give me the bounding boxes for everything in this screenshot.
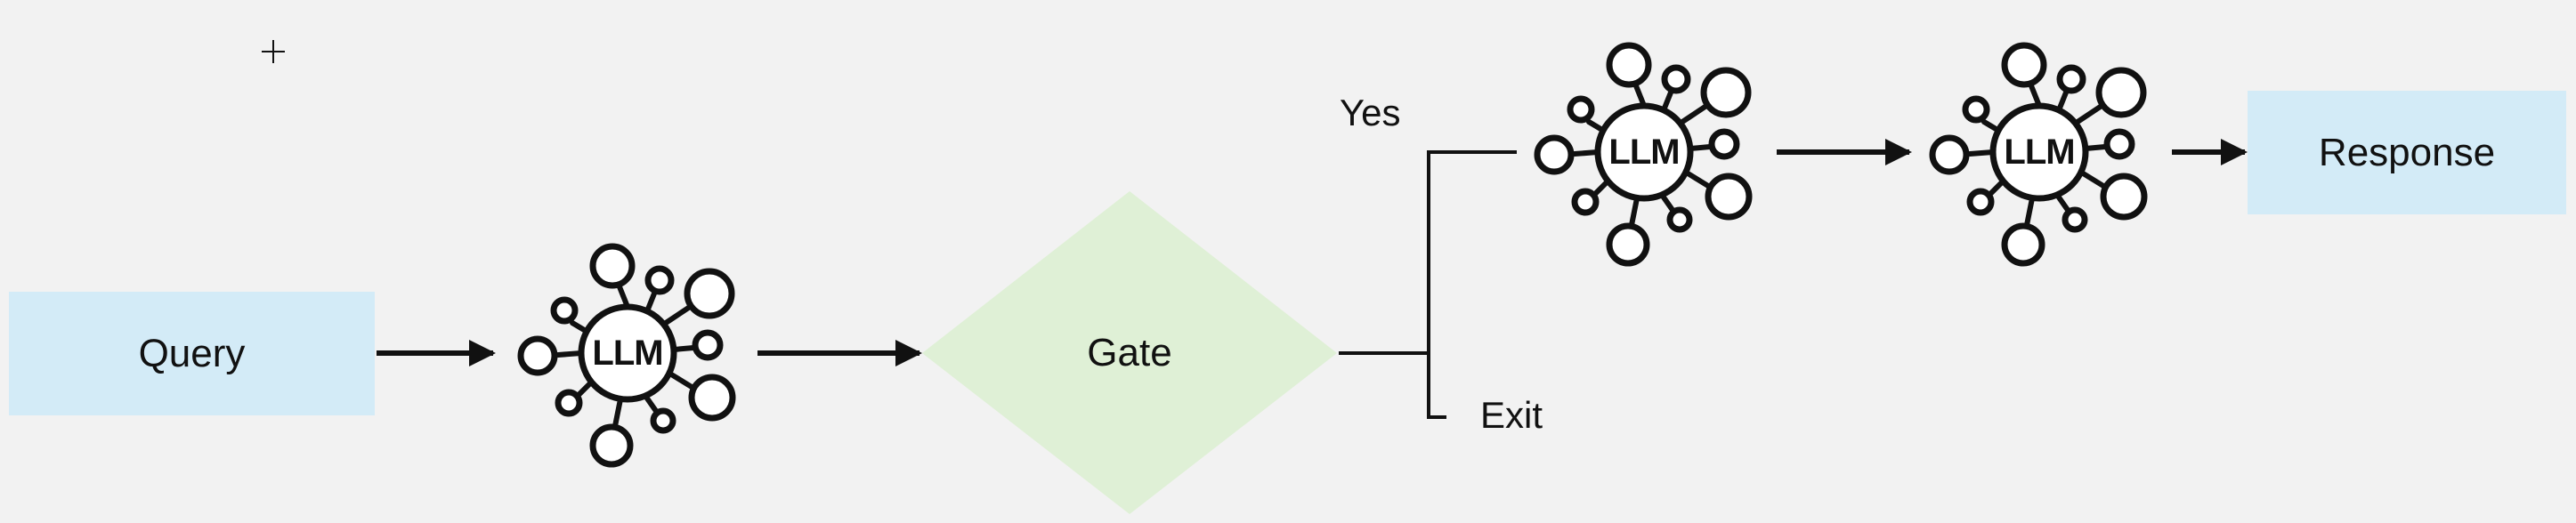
branch-yes-label: Yes	[1340, 92, 1401, 133]
query-label: Query	[138, 331, 246, 375]
response-label: Response	[2318, 130, 2496, 174]
response-box	[2248, 91, 2566, 214]
branch-exit-label: Exit	[1480, 394, 1543, 436]
llm-3-label: LLM	[2004, 132, 2075, 172]
branch-yes-line	[1339, 150, 1517, 355]
plus-cursor-icon	[262, 40, 285, 63]
llm-2-label: LLM	[1608, 132, 1680, 172]
branch-exit-line	[1427, 353, 1446, 419]
gate-diamond	[922, 191, 1337, 514]
llm-1-label: LLM	[592, 333, 663, 373]
gate-label: Gate	[1087, 331, 1172, 374]
query-box	[9, 292, 375, 415]
